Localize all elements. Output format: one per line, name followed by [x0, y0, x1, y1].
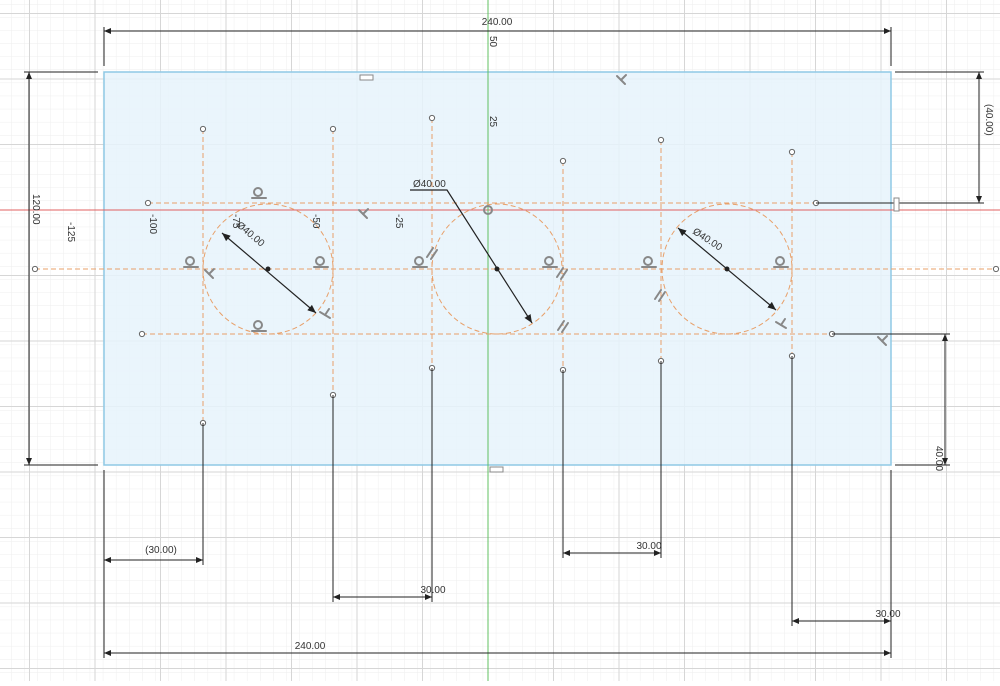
diameter-leader-right[interactable]	[677, 227, 777, 311]
midpoint-constraint-icon[interactable]	[359, 74, 374, 81]
axis-label-h-m100: -100	[147, 214, 158, 234]
dim-overall-width-top[interactable]: 240.00	[482, 17, 513, 28]
dim-top-offset-right[interactable]: (40.00)	[983, 104, 994, 136]
perpendicular-constraint-icon[interactable]	[319, 308, 331, 319]
circle-right[interactable]	[661, 203, 793, 335]
construction-lines[interactable]	[35, 118, 996, 423]
point[interactable]	[788, 148, 796, 156]
sketch-element[interactable]	[414, 256, 424, 266]
point[interactable]	[144, 199, 152, 207]
extension-line[interactable]	[430, 249, 438, 260]
diameter-leaders[interactable]	[221, 189, 777, 324]
diameter-leader-middle[interactable]	[410, 189, 533, 324]
dim-right-offset[interactable]: 30.00	[875, 609, 900, 620]
extension-line[interactable]	[557, 320, 565, 331]
midpoint-glyphs[interactable]	[359, 74, 900, 473]
axis-label-h-m125: -125	[65, 222, 76, 242]
axis-coordinate-labels: -125 -100 -75 -50 -25 50 25	[65, 36, 498, 242]
diameter-leader-left[interactable]	[221, 232, 317, 314]
parallel-constraint-icon[interactable]	[654, 289, 666, 302]
point[interactable]	[428, 114, 436, 122]
dim-overall-width-bottom[interactable]: 240.00	[295, 641, 326, 652]
parallel-constraint-icon[interactable]	[557, 320, 569, 333]
dim-spacing-1[interactable]: 30.00	[420, 585, 445, 596]
parallel-constraint-icon[interactable]	[426, 247, 438, 260]
sketch-element[interactable]	[185, 256, 195, 266]
tangent-constraint-icon[interactable]	[542, 256, 558, 268]
point[interactable]	[559, 157, 567, 165]
extension-line[interactable]	[208, 268, 215, 275]
sketch-element[interactable]	[315, 256, 325, 266]
sketch-element[interactable]	[483, 205, 493, 215]
dim-overall-height[interactable]: 120.00	[30, 194, 41, 225]
sketch-element[interactable]	[253, 320, 263, 330]
perpendicular-constraint-icon[interactable]	[204, 268, 215, 279]
tangent-constraint-icon[interactable]	[183, 256, 199, 268]
extension-line[interactable]	[620, 74, 627, 81]
midpoint-constraint-icon[interactable]	[489, 466, 504, 473]
axis-label-h-m50: -50	[310, 214, 321, 229]
point[interactable]	[199, 125, 207, 133]
dim-left-offset[interactable]: (30.00)	[145, 545, 177, 556]
tangent-constraint-icon[interactable]	[313, 256, 329, 268]
point[interactable]	[138, 330, 146, 338]
perpendicular-constraint-icon[interactable]	[616, 74, 627, 85]
extension-line[interactable]	[658, 291, 666, 302]
perpendicular-constraint-icon[interactable]	[358, 208, 369, 219]
dim-bottom-offset-right[interactable]: 40.00	[933, 446, 944, 471]
axis-label-v-25: 25	[487, 116, 498, 128]
coincident-constraint-icon[interactable]	[483, 205, 493, 215]
tangent-constraint-icon[interactable]	[641, 256, 657, 268]
midpoint-constraint-icon[interactable]	[893, 197, 900, 212]
point[interactable]	[657, 136, 665, 144]
axis-label-h-m75: -75	[230, 214, 241, 229]
tangent-constraint-icon[interactable]	[412, 256, 428, 268]
dimension-lines[interactable]	[24, 27, 984, 658]
axis-label-v-50: 50	[487, 36, 498, 48]
extension-line[interactable]	[362, 208, 369, 215]
constraint-glyphs[interactable]	[183, 74, 888, 346]
dim-spacing-2[interactable]: 30.00	[636, 541, 661, 552]
extension-line[interactable]	[561, 322, 569, 333]
extension-line[interactable]	[560, 269, 568, 280]
sketch-element[interactable]	[643, 256, 653, 266]
sketch-element[interactable]	[775, 256, 785, 266]
extension-line[interactable]	[324, 308, 330, 316]
sketch-element[interactable]	[253, 187, 263, 197]
perpendicular-constraint-icon[interactable]	[775, 318, 787, 329]
tangent-constraint-icon[interactable]	[251, 320, 267, 332]
extension-line[interactable]	[654, 289, 662, 300]
perpendicular-constraint-icon[interactable]	[877, 335, 888, 346]
dim-circle-middle[interactable]: Ø40.00	[413, 179, 446, 190]
point[interactable]	[992, 265, 1000, 273]
sketch-element[interactable]	[544, 256, 554, 266]
axis-label-h-m25: -25	[393, 214, 404, 229]
point[interactable]	[31, 265, 39, 273]
extension-line[interactable]	[556, 267, 564, 278]
parallel-constraint-icon[interactable]	[556, 267, 568, 280]
extension-line[interactable]	[426, 247, 434, 258]
tangent-constraint-icon[interactable]	[773, 256, 789, 268]
extension-line[interactable]	[780, 318, 786, 326]
circle-left[interactable]	[202, 203, 334, 335]
point[interactable]	[329, 125, 337, 133]
tangent-constraint-icon[interactable]	[251, 187, 267, 199]
extension-line[interactable]	[881, 335, 888, 342]
